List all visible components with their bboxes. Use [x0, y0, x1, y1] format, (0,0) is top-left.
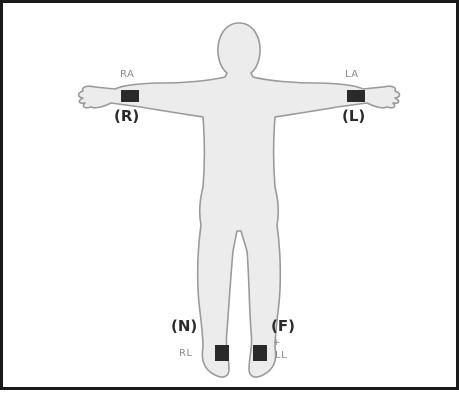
- plus-mark: +: [273, 338, 281, 348]
- label-r: (R): [114, 107, 139, 125]
- label-la: LA: [345, 69, 359, 80]
- human-body-figure: +: [3, 3, 459, 393]
- electrode-right-leg: [215, 345, 229, 361]
- electrode-left-leg: [253, 345, 267, 361]
- electrode-right-arm: [121, 90, 139, 102]
- label-ll: LL: [275, 350, 287, 361]
- label-f: (F): [271, 317, 295, 335]
- label-n: (N): [171, 317, 197, 335]
- label-rl: RL: [179, 348, 193, 359]
- electrode-left-arm: [347, 90, 365, 102]
- label-l: (L): [342, 107, 365, 125]
- label-ra: RA: [120, 69, 134, 80]
